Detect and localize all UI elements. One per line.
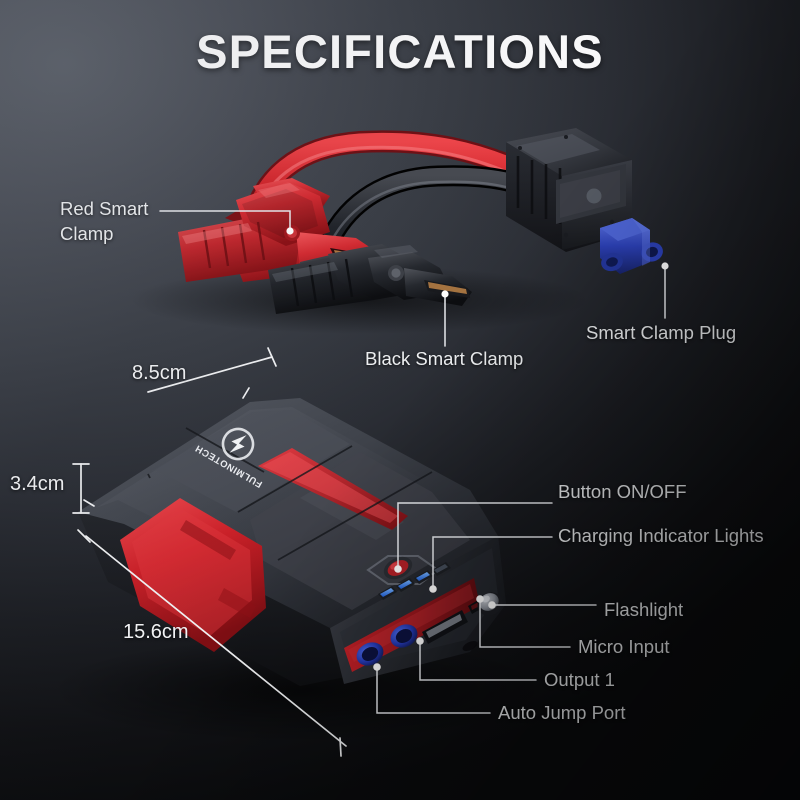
red-side-grip [120,498,266,652]
red-smart-clamp [178,178,386,282]
smart-clamp-plug-module [506,128,663,274]
dimension-length: 15.6cm [123,621,189,643]
callout-flashlight: Flashlight [604,599,684,620]
callout-micro-input: Micro Input [578,636,670,657]
port-panel [330,536,506,684]
black-smart-clamp [268,244,472,314]
dimension-lines [72,347,347,757]
charging-indicator-lights [378,562,451,600]
callout-output-1: Output 1 [544,669,615,690]
callout-leaders [159,210,669,714]
usb-output-port [422,610,468,644]
control-cluster [366,555,451,600]
callout-button-onoff: Button ON/OFF [558,481,687,502]
dimension-height: 3.4cm [10,473,65,495]
dimension-width: 8.5cm [132,362,187,384]
jumper-cable-assembly [178,128,663,314]
callout-black-smart-clamp: Black Smart Clamp [365,348,524,369]
callout-auto-jump-port: Auto Jump Port [498,702,626,723]
callout-red-smart-clamp: Red Smart Clamp [60,198,149,244]
callout-smart-clamp-plug: Smart Clamp Plug [586,322,737,343]
page-title: SPECIFICATIONS [196,25,604,78]
ec5-connector [600,218,663,274]
callout-charging-indicator-lights: Charging Indicator Lights [558,525,764,546]
